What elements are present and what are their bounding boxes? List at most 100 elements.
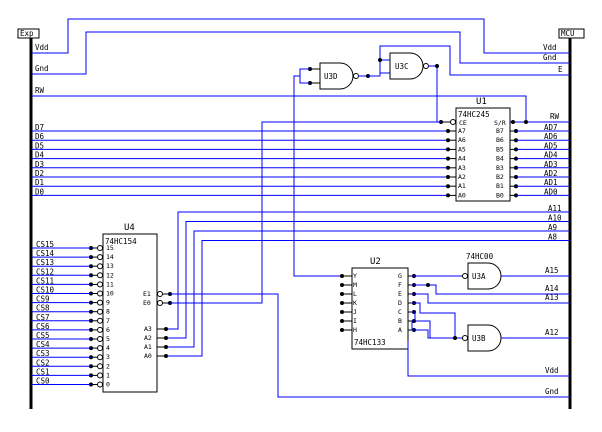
u4-out-10: 10	[106, 290, 114, 298]
mcu-label: MCU	[561, 29, 575, 38]
exp-gnd-label: Gnd	[35, 64, 49, 73]
exp-rw-label: RW	[35, 86, 45, 95]
u1-sr: S/R	[494, 119, 506, 127]
cs14-label: CS14	[36, 249, 55, 258]
cs7-label: CS7	[36, 313, 50, 322]
u1-pin-b5: B5	[496, 145, 504, 153]
u2-in-j: J	[353, 308, 357, 316]
u2-part: 74HC133	[354, 338, 386, 347]
u4-out-8: 8	[106, 308, 110, 316]
u4-out-9: 9	[106, 299, 110, 307]
u4-out-12: 12	[106, 271, 114, 279]
u1-pin-b7: B7	[496, 127, 504, 135]
exp-header	[17, 28, 40, 39]
exp-d1-label: D1	[35, 178, 44, 187]
gate-u3d	[319, 62, 354, 90]
mcu-gnd-label: Gnd	[543, 53, 557, 62]
u1-ce: CE	[459, 119, 467, 127]
u2-out-e: E	[398, 290, 402, 298]
u2-in-l: L	[353, 290, 357, 298]
mcu-ad0-label: AD0	[544, 187, 558, 196]
u4-74hc154	[102, 233, 158, 393]
mcu-ad7-label: AD7	[544, 123, 558, 132]
cs10-label: CS10	[36, 286, 55, 295]
u4-out-2: 2	[106, 362, 110, 370]
net-e0	[170, 121, 441, 304]
mcu-ad2-label: AD2	[544, 169, 558, 178]
u1-pin-a7: A7	[458, 127, 466, 135]
mcu-ad6-label: AD6	[544, 132, 558, 141]
cs13-label: CS13	[36, 258, 54, 267]
u1-pin-b3: B3	[496, 164, 504, 172]
net-u2-e	[411, 293, 570, 304]
cs15-label: CS15	[36, 240, 54, 249]
net-bottom-vdd	[407, 340, 570, 377]
net-a10	[166, 221, 570, 339]
u2-out-d: D	[398, 299, 402, 307]
u4-pin-a0: A0	[144, 352, 152, 360]
mcu-rw-label: RW	[550, 112, 560, 121]
net-exp-gnd	[31, 31, 570, 75]
u1-74hc245	[455, 107, 511, 202]
u4-pin-a2: A2	[144, 334, 152, 342]
cs0-label: CS0	[36, 377, 50, 386]
exp-label: Exp	[20, 29, 34, 38]
u2-in-m: M	[353, 281, 357, 289]
u4-ref: U4	[124, 223, 135, 233]
u1-pin-a5: A5	[458, 145, 466, 153]
u2-out-b: B	[398, 317, 402, 325]
cs4-label: CS4	[36, 340, 50, 349]
mcu-a15-label: A15	[545, 266, 559, 275]
exp-vdd-label: Vdd	[35, 43, 49, 52]
cs5-label: CS5	[36, 331, 50, 340]
u4-out-13: 13	[106, 262, 114, 270]
mcu-ad3-label: AD3	[544, 160, 558, 169]
gate-u3c	[389, 52, 424, 80]
u2-out-g: G	[398, 272, 402, 280]
u3c-label: U3C	[395, 62, 409, 71]
u2-out-f: F	[398, 281, 402, 289]
cs1-label: CS1	[36, 367, 50, 376]
u1-pin-a0: A0	[458, 191, 466, 199]
u2-in-h: H	[353, 326, 357, 334]
u4-out-4: 4	[106, 344, 110, 352]
u4-out-14: 14	[106, 253, 114, 261]
u1-pin-b2: B2	[496, 173, 504, 181]
cs6-label: CS6	[36, 322, 50, 331]
cs12-label: CS12	[36, 267, 54, 276]
net-u3d-to-u3c	[368, 73, 381, 77]
cs2-label: CS2	[36, 358, 50, 367]
u4-out-1: 1	[106, 371, 110, 379]
u2-74hc133	[351, 267, 409, 350]
cs8-label: CS8	[36, 304, 50, 313]
net-exp-vdd	[31, 18, 570, 54]
mcu-a13-label: A13	[545, 293, 559, 302]
exp-d6-label: D6	[35, 132, 45, 141]
net-u2-ba	[411, 320, 455, 339]
net-a8	[166, 240, 570, 357]
u4-out-15: 15	[106, 244, 114, 252]
mcu-a8-label: A8	[548, 233, 558, 242]
cs11-label: CS11	[36, 276, 54, 285]
net-a11	[166, 211, 570, 330]
u1-pin-a4: A4	[458, 155, 466, 163]
u2-in-y: Y	[353, 272, 357, 280]
net-rw	[31, 95, 527, 123]
gate-u3a	[467, 262, 502, 290]
u1-pin-a6: A6	[458, 136, 466, 144]
u4-part: 74HC154	[105, 237, 137, 246]
mcu-a14-label: A14	[545, 284, 559, 293]
exp-d7-label: D7	[35, 123, 44, 132]
u4-out-7: 7	[106, 317, 110, 325]
net-u2-f	[411, 284, 570, 295]
u2-out-a: A	[398, 326, 402, 334]
u3d-label: U3D	[324, 72, 338, 81]
u4-e1: E1	[143, 290, 151, 298]
